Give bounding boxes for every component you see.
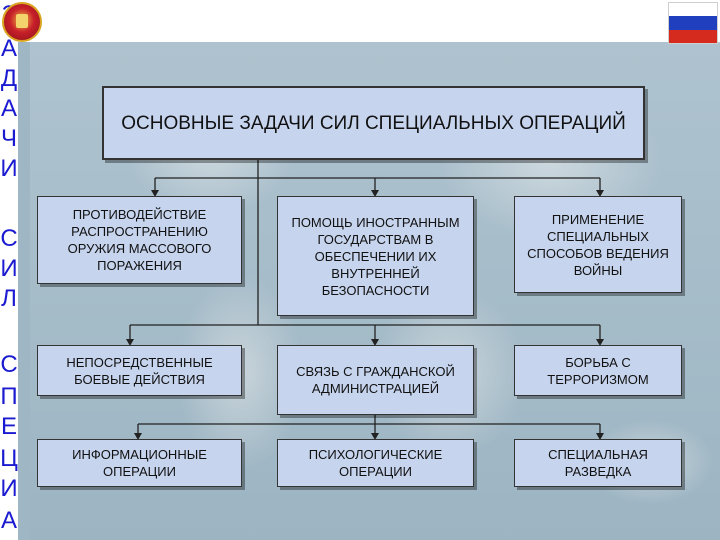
side-letter: И [0,475,18,502]
task-box-counterterrorism: БОРЬБА С ТЕРРОРИЗМОМ [514,345,682,396]
side-letter: И [0,255,18,282]
side-title-strip: З А Д А Ч И С И Л С П Е Ц И А [0,0,18,540]
task-box-unconventional-warfare: ПРИМЕНЕНИЕ СПЕЦИАЛЬНЫХ СПОСОБОВ ВЕДЕНИЯ … [514,196,682,293]
side-letter: Л [1,285,17,312]
side-letter: А [0,507,17,534]
task-box-direct-action: НЕПОСРЕДСТВЕННЫЕ БОЕВЫЕ ДЕЙСТВИЯ [37,345,242,396]
army-emblem-icon [2,2,42,42]
task-box-information-operations: ИНФОРМАЦИОННЫЕ ОПЕРАЦИИ [37,439,242,487]
side-letter: С [0,351,18,378]
side-letter: Д [0,65,18,92]
task-box-civil-affairs: СВЯЗЬ С ГРАЖДАНСКОЙ АДМИНИСТРАЦИЕЙ [277,345,474,415]
side-letter: Ч [1,125,17,152]
diagram-title: ОСНОВНЫЕ ЗАДАЧИ СИЛ СПЕЦИАЛЬНЫХ ОПЕРАЦИЙ [102,86,645,160]
side-letter: А [0,35,17,62]
side-letter: П [0,383,18,410]
side-letter: Е [0,413,17,440]
task-box-special-reconnaissance: СПЕЦИАЛЬНАЯ РАЗВЕДКА [514,439,682,487]
side-letter: И [0,155,18,182]
side-letter: А [0,95,17,122]
header-band [0,0,720,42]
side-letter: С [0,225,18,252]
side-letter: Ц [0,445,18,472]
task-box-psychological-operations: ПСИХОЛОГИЧЕСКИЕ ОПЕРАЦИИ [277,439,474,487]
task-box-wmd-counter: ПРОТИВОДЕЙСТВИЕ РАСПРОСТРАНЕНИЮ ОРУЖИЯ М… [37,196,242,284]
task-box-foreign-internal-defense: ПОМОЩЬ ИНОСТРАННЫМ ГОСУДАРСТВАМ В ОБЕСПЕ… [277,196,474,316]
russian-flag-icon [668,2,718,44]
